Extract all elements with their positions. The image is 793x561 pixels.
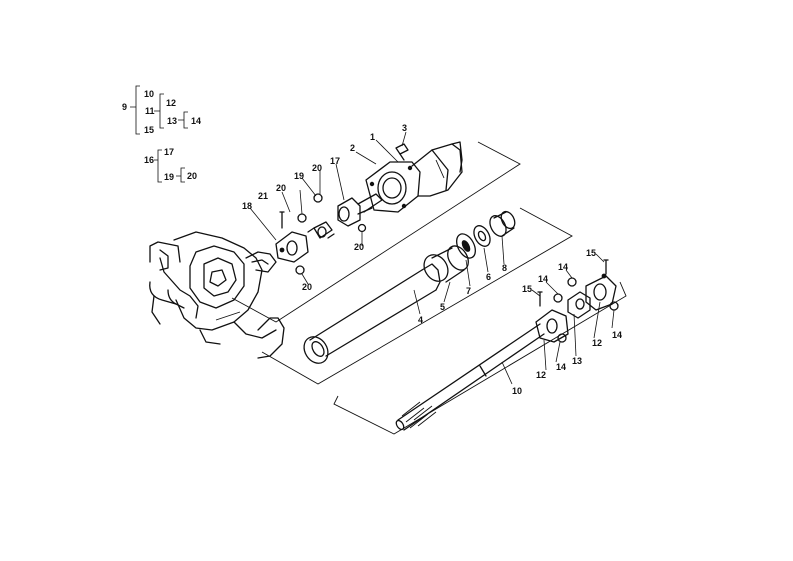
seal [423, 245, 469, 283]
legend-group-b: 16 17 19 20 [144, 147, 197, 183]
callout-20-right: 20 [354, 242, 364, 252]
callout-7: 7 [466, 286, 471, 296]
assembly-outline-upper [231, 141, 521, 323]
legend-a-parent: 9 [122, 102, 127, 112]
callout-6: 6 [486, 272, 491, 282]
legend-b-child-2: 19 [164, 172, 174, 182]
outer-yoke-flange [585, 273, 617, 311]
outer-bearing-cap [567, 277, 577, 287]
bolt [395, 143, 409, 161]
inner-yoke [337, 193, 383, 227]
callout-leaders [249, 131, 615, 385]
inner-cross [307, 221, 335, 239]
outer-bolt [537, 291, 543, 307]
legend-b-child-1: 17 [164, 147, 174, 157]
outer-bolt [603, 259, 609, 275]
callout-19: 19 [294, 171, 304, 181]
callout-14-left: 14 [538, 274, 548, 284]
bearing-cap [357, 223, 367, 233]
callout-14-top: 14 [558, 262, 568, 272]
callout-20-bottom: 20 [302, 282, 312, 292]
legend-group-a: 9 10 11 15 12 13 14 [122, 85, 201, 135]
legend-a-sub-sub-child: 14 [191, 116, 201, 126]
callout-17: 17 [330, 156, 340, 166]
legend-a-child-1: 10 [144, 89, 154, 99]
callout-15-left: 15 [522, 284, 532, 294]
callout-10: 10 [512, 386, 522, 396]
bearing-cap [313, 193, 323, 203]
callout-21: 21 [258, 191, 268, 201]
callout-18: 18 [242, 201, 252, 211]
callout-12-lower: 12 [536, 370, 546, 380]
assembly-outline-middle [261, 207, 573, 385]
axle-shaft [395, 323, 545, 431]
callout-12-upper: 12 [592, 338, 602, 348]
legend-a-child-3: 15 [144, 125, 154, 135]
outer-cross [567, 291, 591, 319]
legend-a-sub-child-2: 13 [167, 116, 177, 126]
callout-14-right: 14 [612, 330, 622, 340]
assembly-outline-lower [333, 281, 627, 435]
legend-b-sub-child: 20 [187, 171, 197, 181]
legend-a-child-2: 11 [145, 106, 155, 116]
callout-20-mid: 20 [276, 183, 286, 193]
callout-14-lower: 14 [556, 362, 566, 372]
legend-b-parent: 16 [144, 155, 154, 165]
callout-13: 13 [572, 356, 582, 366]
snap-ring [456, 233, 476, 259]
callout-15-right: 15 [586, 248, 596, 258]
legend-a-sub-child-1: 12 [166, 98, 176, 108]
bearing [473, 225, 491, 247]
outer-bearing-cap [553, 293, 563, 303]
outer-yoke [535, 309, 569, 343]
bearing-cap [295, 265, 305, 275]
inner-yoke-flange [275, 231, 309, 263]
bearing-cap [297, 213, 307, 223]
retaining-bolt [279, 211, 285, 229]
axle-housing [149, 231, 285, 359]
outer-bearing-cap [557, 333, 567, 343]
callout-4: 4 [418, 315, 423, 325]
outer-seal [489, 210, 516, 237]
callout-1: 1 [370, 132, 375, 142]
callout-8: 8 [502, 263, 507, 273]
callout-3: 3 [402, 123, 407, 133]
callout-20-top: 20 [312, 163, 322, 173]
callout-2: 2 [350, 143, 355, 153]
axle-tube [303, 263, 441, 364]
steering-knuckle [365, 141, 463, 213]
callout-5: 5 [440, 302, 445, 312]
